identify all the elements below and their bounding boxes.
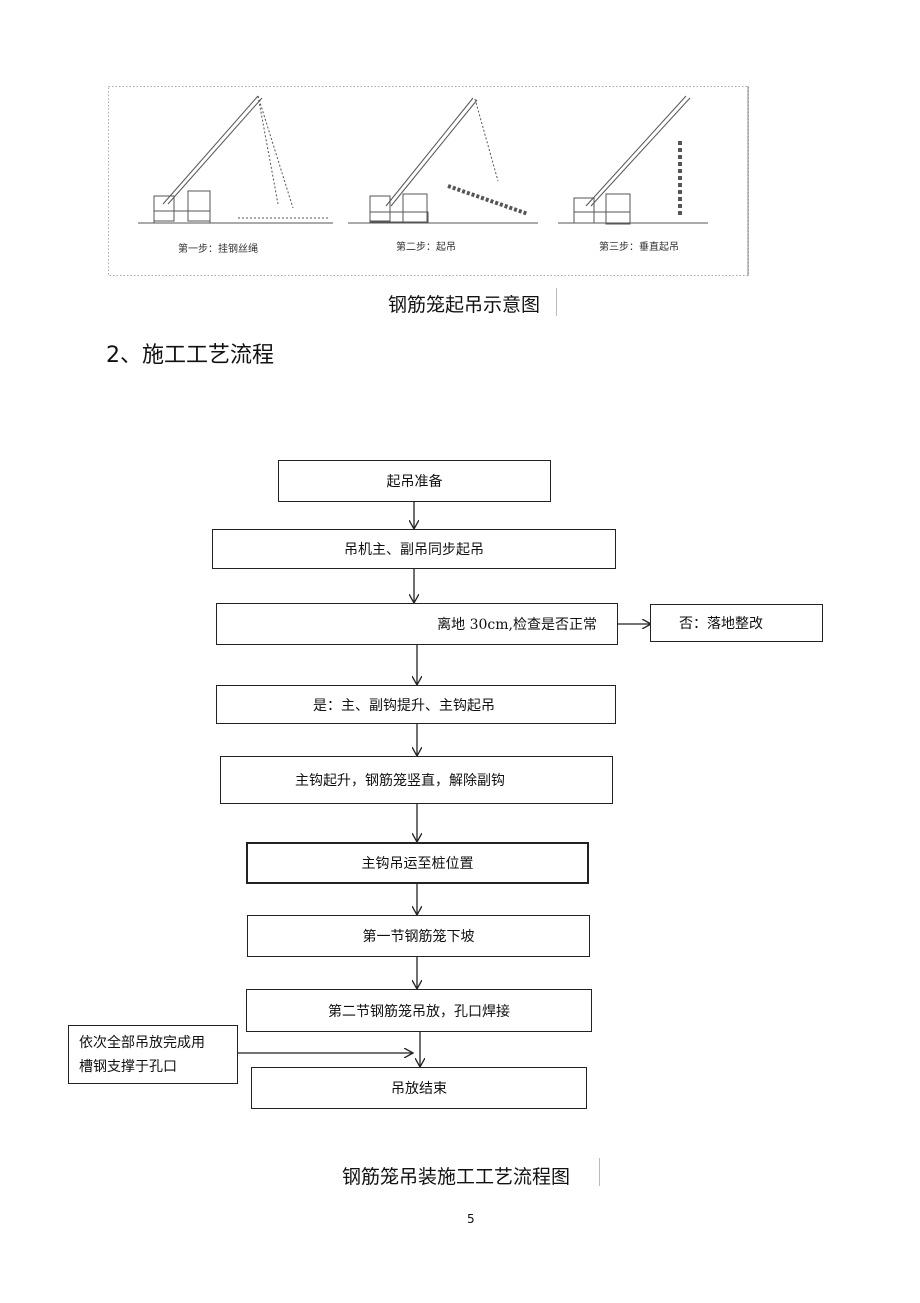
flow-step-second-section: 第二节钢筋笼吊放，孔口焊接 xyxy=(246,989,592,1032)
caption-divider xyxy=(556,288,557,316)
side-note-line-1: 依次全部吊放完成用 xyxy=(79,1034,205,1051)
flowchart-caption: 钢筋笼吊装施工工艺流程图 xyxy=(342,1166,571,1188)
crane-step-2 xyxy=(348,97,538,224)
step-3-label: 第三步：垂直起吊 xyxy=(599,240,679,253)
flow-step-transport: 主钩吊运至桩位置 xyxy=(246,842,589,884)
step-1-label: 第一步：挂钢丝绳 xyxy=(178,242,258,255)
flow-step-end: 吊放结束 xyxy=(251,1067,587,1109)
section-heading: 2、施工工艺流程 xyxy=(106,343,274,368)
flow-step-check: 离地 30cm,检查是否正常 xyxy=(216,603,618,645)
flow-branch-no: 否：落地整改 xyxy=(650,604,823,642)
flow-step-hook-raise: 是：主、副钩提升、主钩起吊 xyxy=(216,685,616,724)
side-note-line-2: 槽钢支撑于孔口 xyxy=(79,1058,177,1075)
flow-step-prepare: 起吊准备 xyxy=(278,460,551,502)
flowchart-caption-divider xyxy=(599,1158,600,1186)
flow-side-note: 依次全部吊放完成用 槽钢支撑于孔口 xyxy=(68,1025,238,1084)
crane-figure-caption: 钢筋笼起吊示意图 xyxy=(388,294,541,316)
page-number: 5 xyxy=(467,1212,475,1226)
crane-step-3 xyxy=(558,95,708,225)
flow-step-vertical: 主钩起升，钢筋笼竖直，解除副钩 xyxy=(220,756,613,804)
crane-lifting-illustration: 第一步：挂钢丝绳 第二步：起吊 第三步：垂直起吊 xyxy=(108,86,749,276)
flow-step-sync-lift: 吊机主、副吊同步起吊 xyxy=(212,529,616,569)
crane-step-1 xyxy=(138,95,333,224)
step-2-label: 第二步：起吊 xyxy=(396,240,456,253)
flow-step-first-section: 第一节钢筋笼下坡 xyxy=(247,915,590,957)
